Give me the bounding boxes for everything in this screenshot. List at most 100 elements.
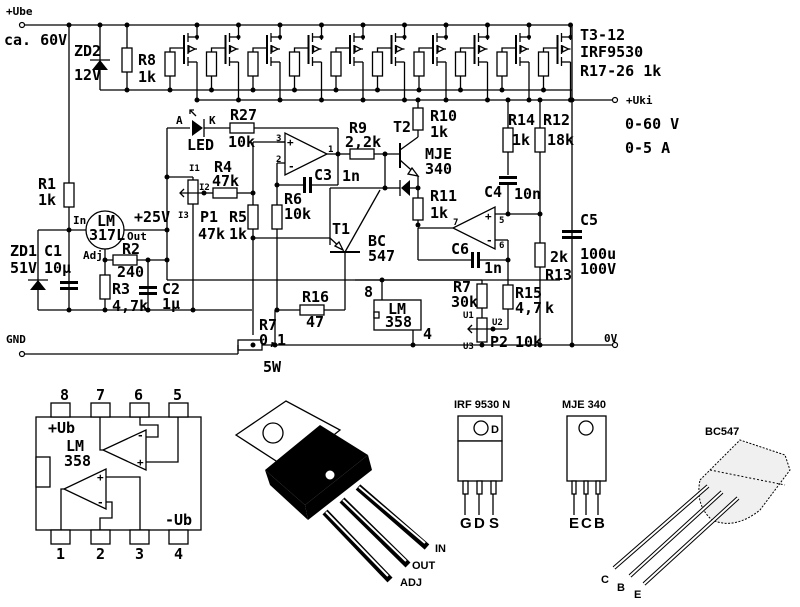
r27-label: R27 [230,106,257,124]
r10-resistor [412,97,424,133]
p2-u3: U3 [463,342,474,352]
c6-label: C6 [451,240,469,258]
input-voltage: ca. 60V [4,31,67,49]
r1-label: R1 [38,175,56,193]
irf9530-pin-g: G [460,515,472,532]
r9-resistor [338,148,400,160]
lm358-pin8: 8 [364,283,373,301]
r7-value: 0,1 [259,331,286,349]
mosfet-t5 [247,22,283,103]
opamp2-pin5: 5 [499,216,504,226]
led-anode: A [176,114,183,127]
lm358-line2: 358 [385,313,412,331]
r6-value: 10k [284,205,311,223]
gnd-label: GND [6,333,26,346]
lm358-block [373,277,422,348]
t2-type1: MJE [425,145,452,163]
p1-potentiometer [167,176,207,310]
r7b-value: 30k [451,293,478,311]
c4-value: 10n [514,185,541,203]
r8-label: R8 [138,51,156,69]
r10-value: 1k [430,123,448,141]
t1-type1: BC [368,232,386,250]
r9-label: R9 [349,119,367,137]
lm358-pin4: 4 [423,325,432,343]
p2-value: 10k [515,333,542,351]
pin-8: 8 [60,386,69,404]
gnd-rail [18,341,619,358]
irf9530-pin-s: S [489,515,499,532]
c5-value: 100u [580,245,616,263]
r5-label: R5 [229,208,247,226]
lm358-line1: LM [388,300,406,318]
opamp2-pin7: 7 [453,218,458,228]
mosfet-t8 [371,22,407,103]
gate-resistor [164,51,176,77]
output-terminal [611,96,619,104]
p2-u1: U1 [463,311,474,321]
r4-label: R4 [214,158,232,176]
bc547-pin-b: B [617,582,625,594]
mje340-package [566,415,607,515]
gate-resistor [537,51,550,77]
t1-transistor [253,189,381,310]
lm317-out: Out [127,230,147,243]
r1-value: 1k [38,191,56,209]
mosfet-bank [164,22,573,103]
bc547-package [612,439,791,586]
pin-5: 5 [173,386,182,404]
p2-label: P2 [490,333,508,351]
r7-label: R7 [259,316,277,334]
r15-value-k: k [545,299,554,317]
lm317-pin-in: IN [435,543,446,555]
pin-6: 6 [134,386,143,404]
r13-value: 2k [550,248,568,266]
c3-capacitor [277,154,339,193]
opamp2-pin6: 6 [499,241,504,251]
pin-2: 2 [96,545,105,563]
lm358-title2: 358 [64,452,91,470]
r7-power: 5W [263,358,282,376]
opamp1-pin1: 1 [328,145,333,155]
c5-label: C5 [580,211,598,229]
mje340-pin-c: C [581,515,592,532]
gnd-terminal [18,350,26,358]
pinout-minus-bottom: - [97,496,104,509]
r16-label: R16 [302,288,329,306]
r12-label: R12 [543,111,570,129]
r11-resistor [412,188,424,228]
r7b-label: R7 [453,278,471,296]
p1-i3: I3 [178,211,189,221]
t1-label: T1 [332,220,350,238]
mosfet-t6 [288,22,324,103]
pinout-plus-top: + [137,456,144,469]
p1-i1: I1 [189,164,200,174]
mje340-pin-e: E [569,515,579,532]
gate-resistor [496,51,508,77]
lm317-regulator [38,210,170,260]
gate-resistor [288,51,301,77]
r14-value: 1k [512,131,530,149]
c5-capacitor [562,25,582,348]
r4-value: 47k [212,172,239,190]
opamp1-minus: - [288,160,295,173]
r14-resistor [502,97,514,175]
pin-3: 3 [135,545,144,563]
bc547-pin-c: C [601,574,609,586]
r3-label: R3 [112,280,130,298]
mosfet-t11 [496,22,532,103]
p1-i2: I2 [199,183,210,193]
pinout-plus-bottom: + [97,471,104,484]
lm317-pin-adj: ADJ [400,577,422,589]
lm317-line2: 317L [89,226,125,244]
mosfet-t9 [413,22,449,103]
r2-label: R2 [122,240,140,258]
zd2-zener [90,22,110,90]
r12-value: 18k [547,131,574,149]
opamp1-pin3: 3 [276,134,281,144]
gate-resistor [247,51,259,77]
c2-capacitor [139,260,157,310]
r9-value: 2,2k [345,133,381,151]
opamp1-pin2: 2 [276,155,281,165]
bc547-title: BC547 [705,426,739,438]
